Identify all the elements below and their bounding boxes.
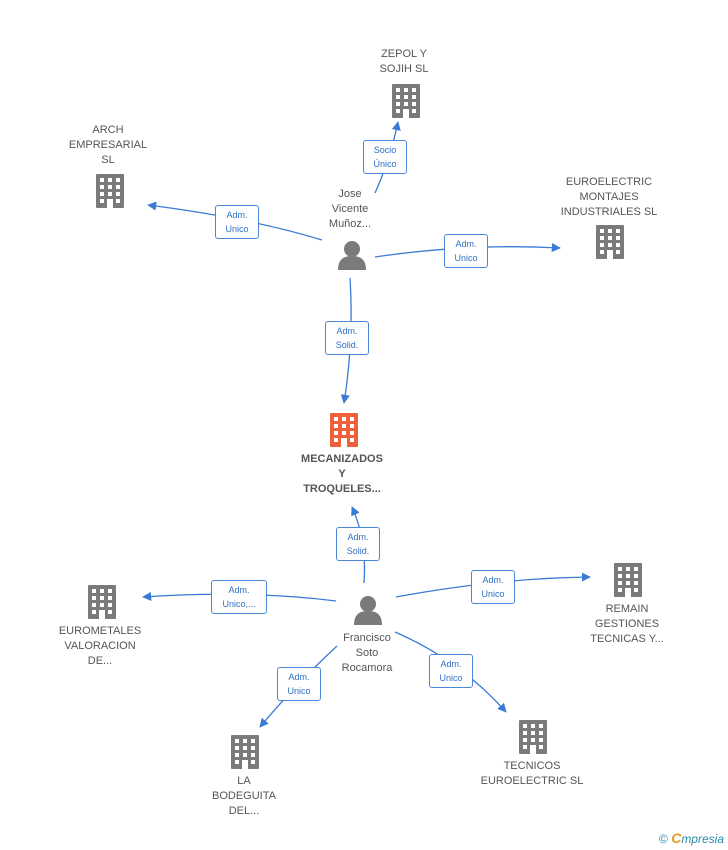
copyright-symbol: © (659, 832, 668, 846)
building-icon-center[interactable] (330, 413, 358, 447)
building-icon[interactable] (88, 585, 116, 619)
building-icon[interactable] (596, 225, 624, 259)
building-icon[interactable] (392, 84, 420, 118)
person-label-jose[interactable]: Jose Vicente Muñoz... (328, 188, 372, 230)
edge-badge-francisco-bodeguita[interactable]: Adm. Unico (277, 667, 321, 701)
edge-badge-francisco-mecanizados[interactable]: Adm. Solid. (336, 527, 380, 561)
company-label-zepol[interactable]: ZEPOL Y SOJIH SL (379, 48, 429, 75)
edge-badge-jose-arch[interactable]: Adm. Unico (215, 205, 259, 239)
brand-rest: mpresia (681, 832, 724, 846)
company-label-arch[interactable]: ARCH EMPRESARIAL SL (68, 124, 148, 166)
edge-badge-francisco-remain[interactable]: Adm. Unico (471, 570, 515, 604)
edge-badge-francisco-tecnicos[interactable]: Adm. Unico (429, 654, 473, 688)
company-label-remain[interactable]: REMAIN GESTIONES TECNICAS Y... (590, 603, 664, 645)
building-icon[interactable] (519, 720, 547, 754)
company-label-bodeguita[interactable]: LA BODEGUITA DEL... (212, 775, 276, 817)
edge-badge-jose-euroelectric[interactable]: Adm. Unico (444, 234, 488, 268)
edge-badge-francisco-eurometales[interactable]: Adm. Unico,... (211, 580, 267, 614)
brand-initial: C (671, 830, 682, 846)
company-label-mecanizados[interactable]: MECANIZADOS Y TROQUELES... (301, 453, 383, 495)
person-icon[interactable] (338, 241, 366, 270)
company-label-tecnicos[interactable]: TECNICOS EUROELECTRIC SL (480, 760, 584, 787)
edge-badge-jose-mecanizados[interactable]: Adm. Solid. (325, 321, 369, 355)
building-icon[interactable] (231, 735, 259, 769)
person-label-francisco[interactable]: Francisco Soto Rocamora (341, 632, 393, 674)
building-icon[interactable] (614, 563, 642, 597)
person-icon[interactable] (354, 596, 382, 625)
edge-badge-jose-zepol[interactable]: Socio Único (363, 140, 407, 174)
building-icon[interactable] (96, 174, 124, 208)
company-label-euroelectric[interactable]: EUROELECTRIC MONTAJES INDUSTRIALES SL (560, 176, 658, 218)
company-label-eurometales[interactable]: EUROMETALES VALORACION DE... (58, 625, 142, 667)
empresia-watermark: © Cmpresia (659, 830, 724, 846)
